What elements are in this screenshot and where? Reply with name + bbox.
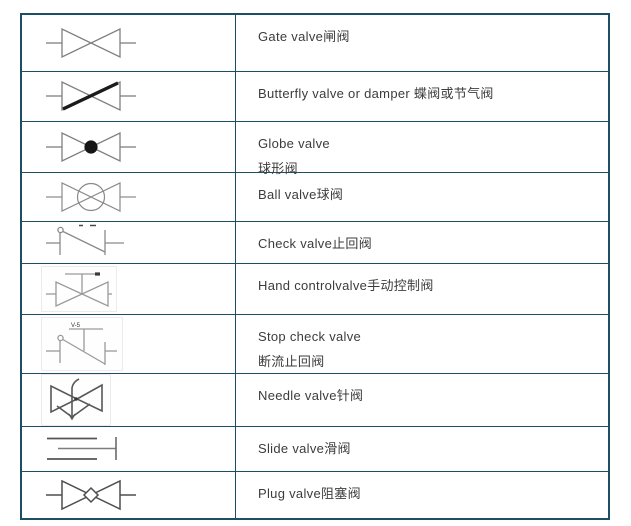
slide-valve-icon xyxy=(47,436,117,460)
symbol-cell xyxy=(22,121,236,172)
symbol-image-frame xyxy=(41,265,117,312)
label-cell: Globe valve 球形阀 xyxy=(236,122,608,176)
valve-label: Butterfly valve or damper 蝶阀或节气阀 xyxy=(258,85,494,101)
symbol-cell xyxy=(22,221,236,263)
symbol-image-frame xyxy=(41,373,111,426)
table-row: V-5 Stop check valve 断流止回阀 xyxy=(22,314,608,374)
check-valve-icon xyxy=(46,224,124,255)
table-row: Globe valve 球形阀 xyxy=(22,121,608,176)
needle-valve-icon xyxy=(50,377,103,420)
label-cell: Stop check valve 断流止回阀 xyxy=(236,315,608,373)
hand-control-valve-icon xyxy=(46,271,112,307)
valve-tag-label: V-5 xyxy=(71,323,81,329)
valve-label: Needle valve针阀 xyxy=(258,387,364,403)
butterfly-valve-icon xyxy=(46,80,136,112)
label-cell: Hand controlvalve手动控制阀 xyxy=(236,264,608,314)
symbol-cell: V-5 xyxy=(22,314,236,373)
symbol-image-frame: V-5 xyxy=(41,316,123,371)
table-row: Slide valve滑阀 xyxy=(22,426,608,472)
symbol-cell xyxy=(22,263,236,314)
valve-symbol-table: Gate valve闸阀 Butterfly valve or damper 蝶… xyxy=(20,13,610,520)
valve-label: Gate valve闸阀 xyxy=(258,29,350,44)
plug-valve-icon xyxy=(46,479,136,510)
ball-valve-icon xyxy=(46,181,136,212)
valve-label-cn: 球形阀 xyxy=(258,160,298,176)
table-row: Gate valve闸阀 xyxy=(22,15,608,72)
valve-label: Slide valve滑阀 xyxy=(258,440,351,456)
label-cell: Slide valve滑阀 xyxy=(236,427,608,471)
table-row: Ball valve球阀 xyxy=(22,172,608,222)
symbol-cell xyxy=(22,373,236,426)
table-row: Plug valve阻塞阀 xyxy=(22,471,608,518)
valve-label-en: Stop check valve xyxy=(258,328,362,344)
label-cell: Check valve止回阀 xyxy=(236,222,608,263)
valve-label: Ball valve球阀 xyxy=(258,186,344,202)
symbol-cell xyxy=(22,426,236,471)
symbol-cell xyxy=(22,71,236,121)
table-row: Hand controlvalve手动控制阀 xyxy=(22,263,608,315)
table-row: Butterfly valve or damper 蝶阀或节气阀 xyxy=(22,71,608,122)
symbol-cell xyxy=(22,471,236,518)
stop-check-valve-icon: V-5 xyxy=(46,323,117,365)
label-cell: Needle valve针阀 xyxy=(236,374,608,426)
valve-label-cn: 断流止回阀 xyxy=(258,353,325,369)
symbol-cell xyxy=(22,172,236,221)
label-cell: Butterfly valve or damper 蝶阀或节气阀 xyxy=(236,72,608,121)
label-cell: Gate valve闸阀 xyxy=(236,15,608,71)
label-cell: Ball valve球阀 xyxy=(236,173,608,221)
table-row: Needle valve针阀 xyxy=(22,373,608,427)
symbol-cell xyxy=(22,15,236,71)
label-cell: Plug valve阻塞阀 xyxy=(236,472,608,518)
gate-valve-icon xyxy=(46,27,136,58)
valve-label: Plug valve阻塞阀 xyxy=(258,485,361,501)
valve-label: Check valve止回阀 xyxy=(258,235,373,251)
globe-valve-icon xyxy=(46,131,136,162)
table-row: Check valve止回阀 xyxy=(22,221,608,264)
valve-label: Hand controlvalve手动控制阀 xyxy=(258,277,434,293)
valve-label-en: Globe valve xyxy=(258,135,330,151)
